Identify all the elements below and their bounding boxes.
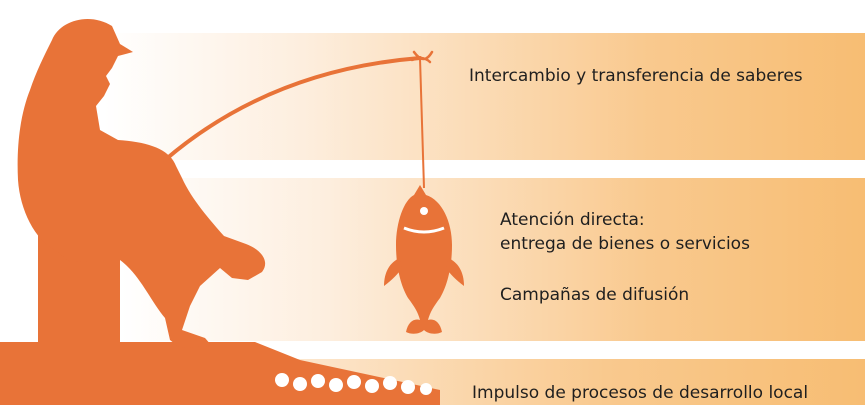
- fish-eye: [420, 207, 428, 215]
- shore-ripples: [275, 373, 432, 395]
- fish-fin-left: [384, 258, 402, 286]
- middle-level-label-line1: Atención directa:: [500, 210, 645, 230]
- bottom-level-label: Impulso de procesos de desarrollo local: [472, 383, 809, 403]
- top-level-label: Intercambio y transferencia de saberes: [469, 66, 803, 86]
- line-knot: [410, 50, 434, 64]
- fish-fin-right: [446, 258, 464, 286]
- rock-shore-icon: [0, 342, 440, 405]
- fish-mouth: [403, 226, 445, 234]
- middle-level-label-line2: entrega de bienes o servicios: [500, 234, 750, 254]
- fish-icon: [396, 185, 452, 334]
- fishing-line-icon: [419, 57, 425, 189]
- middle-level-label-line3: Campañas de difusión: [500, 285, 690, 305]
- fishing-rod: [163, 56, 422, 162]
- top-band: [0, 33, 865, 160]
- fisherman-silhouette-icon: [17, 18, 266, 348]
